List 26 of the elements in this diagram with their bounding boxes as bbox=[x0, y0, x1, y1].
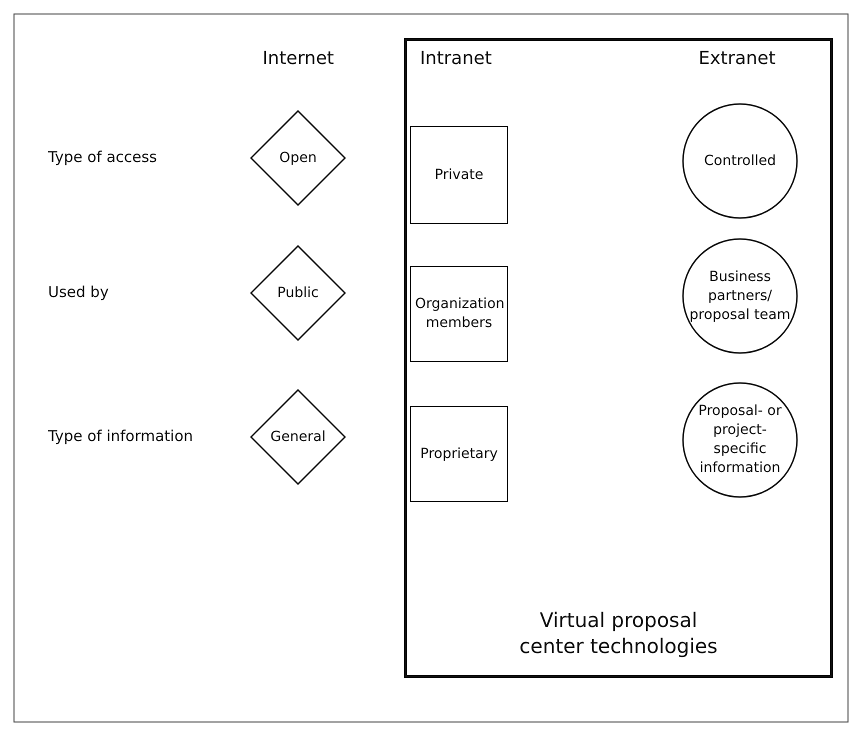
node-label: Business partners/ proposal team bbox=[688, 268, 792, 324]
column-header: Internet bbox=[262, 48, 334, 69]
node-label: Organization members bbox=[415, 295, 503, 333]
circle-node bbox=[682, 238, 798, 354]
decision-diamond bbox=[250, 245, 346, 341]
node-label: Open bbox=[279, 148, 317, 168]
group-title: Virtual proposal center technologies bbox=[518, 607, 719, 659]
node-label: Public bbox=[277, 284, 319, 302]
technology-group-box bbox=[404, 38, 833, 678]
row-label: Type of information bbox=[48, 427, 194, 445]
node-label: Proprietary bbox=[420, 444, 498, 464]
decision-diamond bbox=[250, 110, 346, 206]
node-label: Proposal- or project-specific information bbox=[697, 402, 783, 478]
decision-diamond bbox=[250, 389, 346, 485]
column-header: Extranet bbox=[698, 48, 776, 69]
circle-node bbox=[682, 382, 798, 498]
node-label: Private bbox=[434, 166, 484, 184]
square-box bbox=[410, 266, 508, 362]
square-box bbox=[410, 406, 508, 502]
row-label: Type of access bbox=[48, 148, 157, 166]
row-label: Used by bbox=[48, 283, 109, 301]
node-label: General bbox=[270, 428, 326, 446]
circle-node bbox=[682, 103, 798, 219]
node-label: Controlled bbox=[704, 152, 776, 170]
square-box bbox=[410, 126, 508, 224]
column-header: Intranet bbox=[420, 48, 492, 69]
